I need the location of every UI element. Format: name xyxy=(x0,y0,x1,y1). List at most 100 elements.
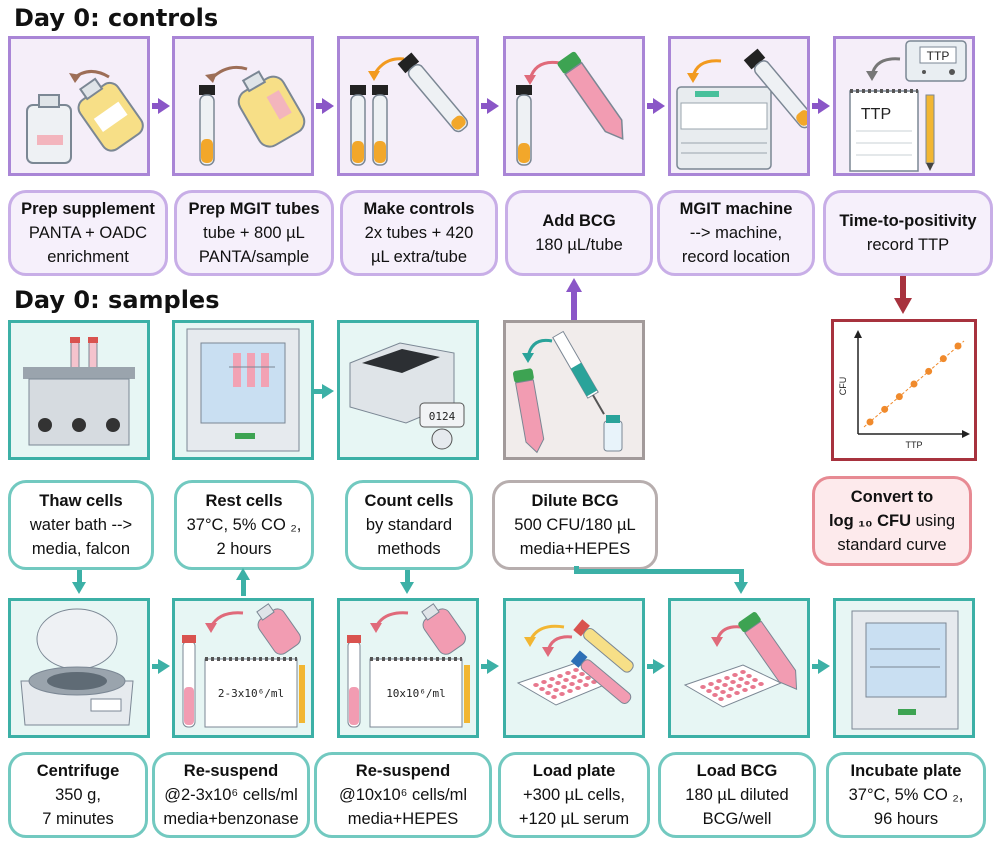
notepad-2-text: 10x10⁶/ml xyxy=(386,687,446,700)
step-detail: tube + 800 µL xyxy=(203,224,305,242)
step-detail: 180 µL/tube xyxy=(535,236,623,254)
counter-digits: 0124 xyxy=(429,410,456,423)
well xyxy=(561,685,567,689)
step-detail: --> machine, xyxy=(689,224,783,242)
mgit-machine-image xyxy=(668,36,815,176)
step-title: Thaw cells xyxy=(39,492,123,510)
step-detail: water bath --> xyxy=(29,516,133,534)
ttp-image: TTP TTP xyxy=(833,36,975,176)
well xyxy=(732,673,738,677)
step-detail: media+HEPES xyxy=(519,540,631,558)
step-detail: media, falcon xyxy=(31,540,131,558)
load-plate-image xyxy=(503,598,645,738)
controls-section-title: Day 0: controls xyxy=(14,4,219,32)
load-bcg-image xyxy=(668,598,810,738)
step-detail: 37°C, 5% CO ₂, xyxy=(848,786,964,804)
well xyxy=(714,686,720,690)
step-detail: +300 µL cells, xyxy=(523,786,625,804)
well xyxy=(744,681,750,685)
water-bath-icon xyxy=(23,337,135,446)
step-title: Incubate plate xyxy=(850,762,962,780)
ttp-display-text: TTP xyxy=(927,49,950,63)
data-point xyxy=(910,380,918,388)
well xyxy=(730,680,736,684)
arrow-down-icon xyxy=(400,582,414,594)
arrow-down-icon xyxy=(894,298,912,314)
well xyxy=(716,679,722,683)
arrow-right-icon xyxy=(158,659,170,674)
step-title: Centrifuge xyxy=(36,762,120,780)
well xyxy=(708,682,714,686)
step-title: Add BCG xyxy=(542,212,616,230)
step-detail: media+HEPES xyxy=(347,810,459,828)
well xyxy=(569,682,575,686)
well xyxy=(758,682,764,686)
step-detail: standard curve xyxy=(837,536,947,554)
count-cells-label: Count cells by standard methods xyxy=(345,480,473,570)
well xyxy=(724,676,730,680)
well xyxy=(726,694,732,698)
well xyxy=(742,688,748,692)
well xyxy=(563,678,569,682)
well xyxy=(740,670,746,674)
well xyxy=(746,674,752,678)
arrow-up-icon xyxy=(566,278,582,292)
syringe-icon xyxy=(512,330,623,454)
well xyxy=(720,690,726,694)
mgit-tube-icon xyxy=(350,52,469,166)
step-detail: @10x10⁶ cells/ml xyxy=(338,786,468,804)
well xyxy=(573,668,579,672)
step-detail: methods xyxy=(377,540,441,558)
step-detail: 37°C, 5% CO ₂, xyxy=(186,516,302,534)
step-detail: enrichment xyxy=(47,248,129,266)
step-detail: µL extra/tube xyxy=(370,248,468,266)
well xyxy=(752,678,758,682)
well-plate-icon xyxy=(516,619,634,706)
incubate-plate-label: Incubate plate 37°C, 5% CO ₂, 96 hours xyxy=(826,752,986,838)
step-detail: 2x tubes + 420 xyxy=(364,224,474,242)
well xyxy=(553,688,559,692)
well-plate-icon xyxy=(683,612,798,708)
well xyxy=(718,697,724,701)
arrow-right-icon xyxy=(653,98,665,114)
mgit-machine-label: MGIT machine --> machine, record locatio… xyxy=(657,190,815,276)
arrow-right-icon xyxy=(487,659,499,674)
mgit-machine-icon xyxy=(676,48,815,170)
well xyxy=(565,671,571,675)
step-title: Prep MGIT tubes xyxy=(188,200,320,218)
incubate-plate-image xyxy=(833,598,975,738)
prep-supplement-image xyxy=(8,36,150,176)
well xyxy=(533,683,539,687)
rest-cells-label: Rest cells 37°C, 5% CO ₂, 2 hours xyxy=(174,480,314,570)
well xyxy=(549,677,555,681)
step-detail: BCG/well xyxy=(702,810,772,828)
data-point xyxy=(954,342,962,350)
graph-y-label: CFU xyxy=(838,377,848,396)
step-title: Prep supplement xyxy=(21,200,155,218)
step-title: Time-to-positivity xyxy=(839,212,977,230)
step-title: Load BCG xyxy=(696,762,778,780)
data-point xyxy=(925,367,933,375)
dilute-bcg-image xyxy=(503,320,645,460)
step-title: Re-suspend xyxy=(183,762,279,780)
well xyxy=(547,684,553,688)
arrow-down-icon xyxy=(734,582,748,594)
well xyxy=(585,676,591,680)
well xyxy=(557,674,563,678)
step-title: Load plate xyxy=(532,762,616,780)
well xyxy=(571,675,577,679)
timer-icon: TTP TTP xyxy=(849,40,967,172)
step-detail: +120 µL serum xyxy=(518,810,630,828)
resuspend-1-label: Re-suspend @2-3x10⁶ cells/ml media+benzo… xyxy=(152,752,310,838)
load-bcg-label: Load BCG 180 µL diluted BCG/well xyxy=(658,752,816,838)
well xyxy=(555,681,561,685)
convert-label: Convert to log ₁₀ CFU using standard cur… xyxy=(812,476,972,566)
cell-counter-icon: 0124 xyxy=(349,342,465,450)
centrifuge-image xyxy=(8,598,150,738)
well xyxy=(551,695,557,699)
supplement-bottle-icon xyxy=(26,70,144,164)
prep-supplement-label: Prep supplement PANTA + OADC enrichment xyxy=(8,190,168,276)
well xyxy=(712,693,718,697)
step-detail-bold: log ₁₀ CFU xyxy=(828,512,912,530)
well xyxy=(583,683,589,687)
